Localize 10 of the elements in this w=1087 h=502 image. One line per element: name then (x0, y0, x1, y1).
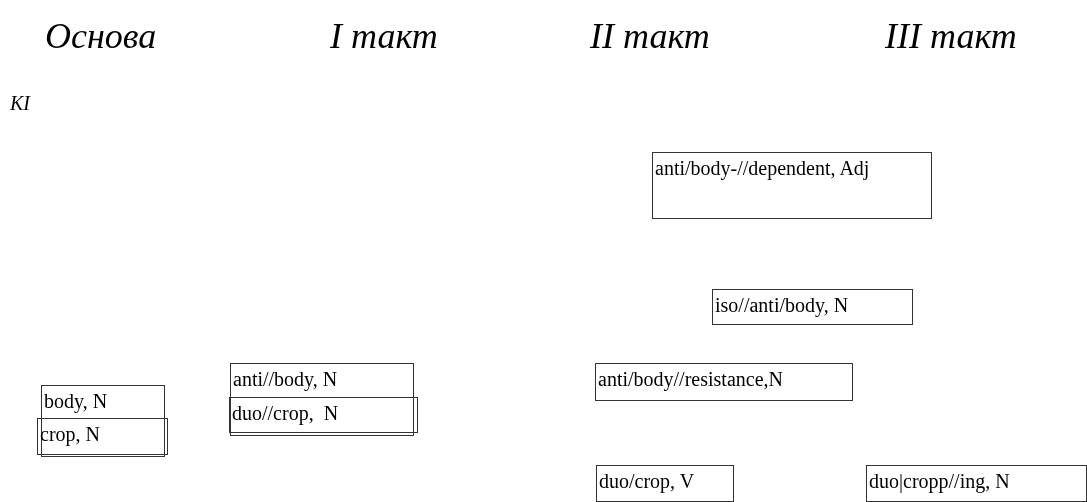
word-box: iso//anti/body, N (712, 289, 913, 325)
column-heading: I такт (330, 18, 438, 54)
word-box: duo|cropp//ing, N (866, 465, 1087, 502)
column-heading: II такт (590, 18, 710, 54)
column-heading: Основа (45, 18, 157, 54)
word-box: anti/body-//dependent, Adj (652, 152, 932, 219)
column-heading: III такт (885, 18, 1017, 54)
row-label: KI (10, 93, 30, 113)
word-box: anti/body//resistance,N (595, 363, 853, 401)
word-box: duo/crop, V (596, 465, 734, 502)
